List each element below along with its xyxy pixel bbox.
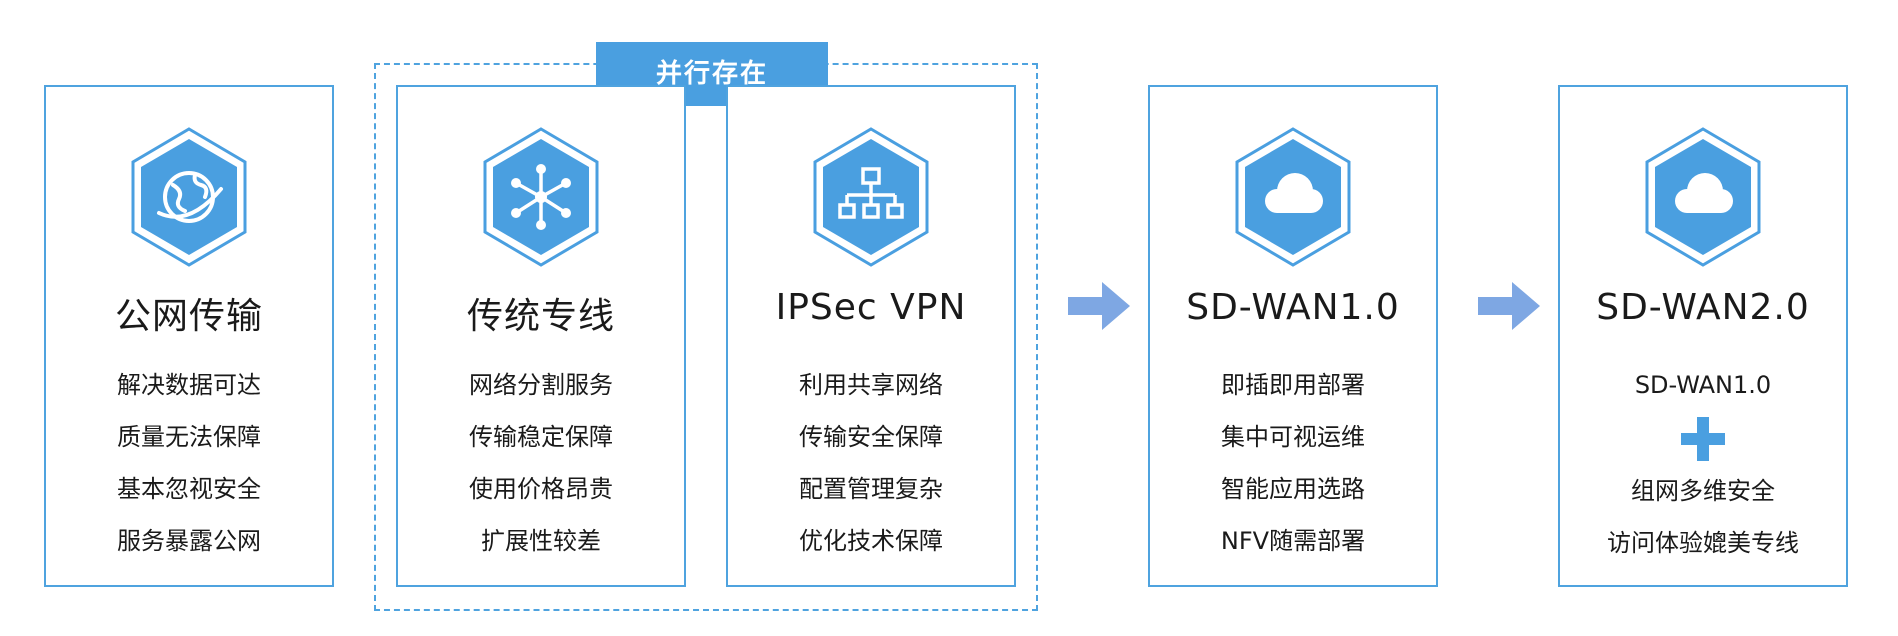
feature-line: NFV随需部署 [1220, 527, 1366, 555]
feature-list: 利用共享网络 传输安全保障 配置管理复杂 优化技术保障 [728, 359, 1014, 567]
card-leased-line: 传统专线 网络分割服务 传输稳定保障 使用价格昂贵 扩展性较差 [396, 85, 686, 587]
cloud-icon [1233, 127, 1353, 267]
feature-list: 网络分割服务 传输稳定保障 使用价格昂贵 扩展性较差 [398, 359, 684, 567]
feature-line: 传输安全保障 [799, 423, 943, 451]
feature-line: 优化技术保障 [799, 527, 943, 555]
feature-line: 访问体验媲美专线 [1607, 529, 1799, 557]
feature-line: 扩展性较差 [481, 527, 601, 555]
feature-line: SD-WAN1.0 [1634, 371, 1772, 399]
card-sdwan-1: SD-WAN1.0 即插即用部署 集中可视运维 智能应用选路 NFV随需部署 [1148, 85, 1438, 587]
feature-line: 智能应用选路 [1221, 475, 1365, 503]
feature-line: 利用共享网络 [799, 371, 943, 399]
feature-line: 配置管理复杂 [799, 475, 943, 503]
arrow-right-icon [1478, 282, 1540, 330]
card-title: 公网传输 [114, 296, 263, 337]
card-sdwan-2: SD-WAN2.0 SD-WAN1.0 组网多维安全 访问体验媲美专线 [1558, 85, 1848, 587]
card-ipsec-vpn: IPSec VPN 利用共享网络 传输安全保障 配置管理复杂 优化技术保障 [726, 85, 1016, 587]
plus-icon [1681, 417, 1725, 461]
card-title: SD-WAN1.0 [1186, 287, 1400, 328]
hierarchy-icon [811, 127, 931, 267]
feature-line: 使用价格昂贵 [469, 475, 613, 503]
feature-line: 传输稳定保障 [469, 423, 613, 451]
feature-line: 基本忽视安全 [117, 475, 261, 503]
cloud-icon [1643, 127, 1763, 267]
network-hub-icon [481, 127, 601, 267]
globe-icon [129, 127, 249, 267]
card-title: 传统专线 [466, 296, 615, 337]
feature-list: SD-WAN1.0 组网多维安全 访问体验媲美专线 [1560, 359, 1846, 569]
card-public-network: 公网传输 解决数据可达 质量无法保障 基本忽视安全 服务暴露公网 [44, 85, 334, 587]
feature-line: 质量无法保障 [117, 423, 261, 451]
feature-line: 组网多维安全 [1631, 477, 1775, 505]
feature-line: 解决数据可达 [117, 371, 261, 399]
arrow-right-icon [1068, 282, 1130, 330]
card-title: SD-WAN2.0 [1596, 287, 1810, 328]
card-title: IPSec VPN [775, 287, 967, 328]
feature-line: 服务暴露公网 [117, 527, 261, 555]
feature-line: 集中可视运维 [1221, 423, 1365, 451]
feature-list: 即插即用部署 集中可视运维 智能应用选路 NFV随需部署 [1150, 359, 1436, 567]
feature-list: 解决数据可达 质量无法保障 基本忽视安全 服务暴露公网 [46, 359, 332, 567]
feature-line: 即插即用部署 [1221, 371, 1365, 399]
feature-line: 网络分割服务 [469, 371, 613, 399]
